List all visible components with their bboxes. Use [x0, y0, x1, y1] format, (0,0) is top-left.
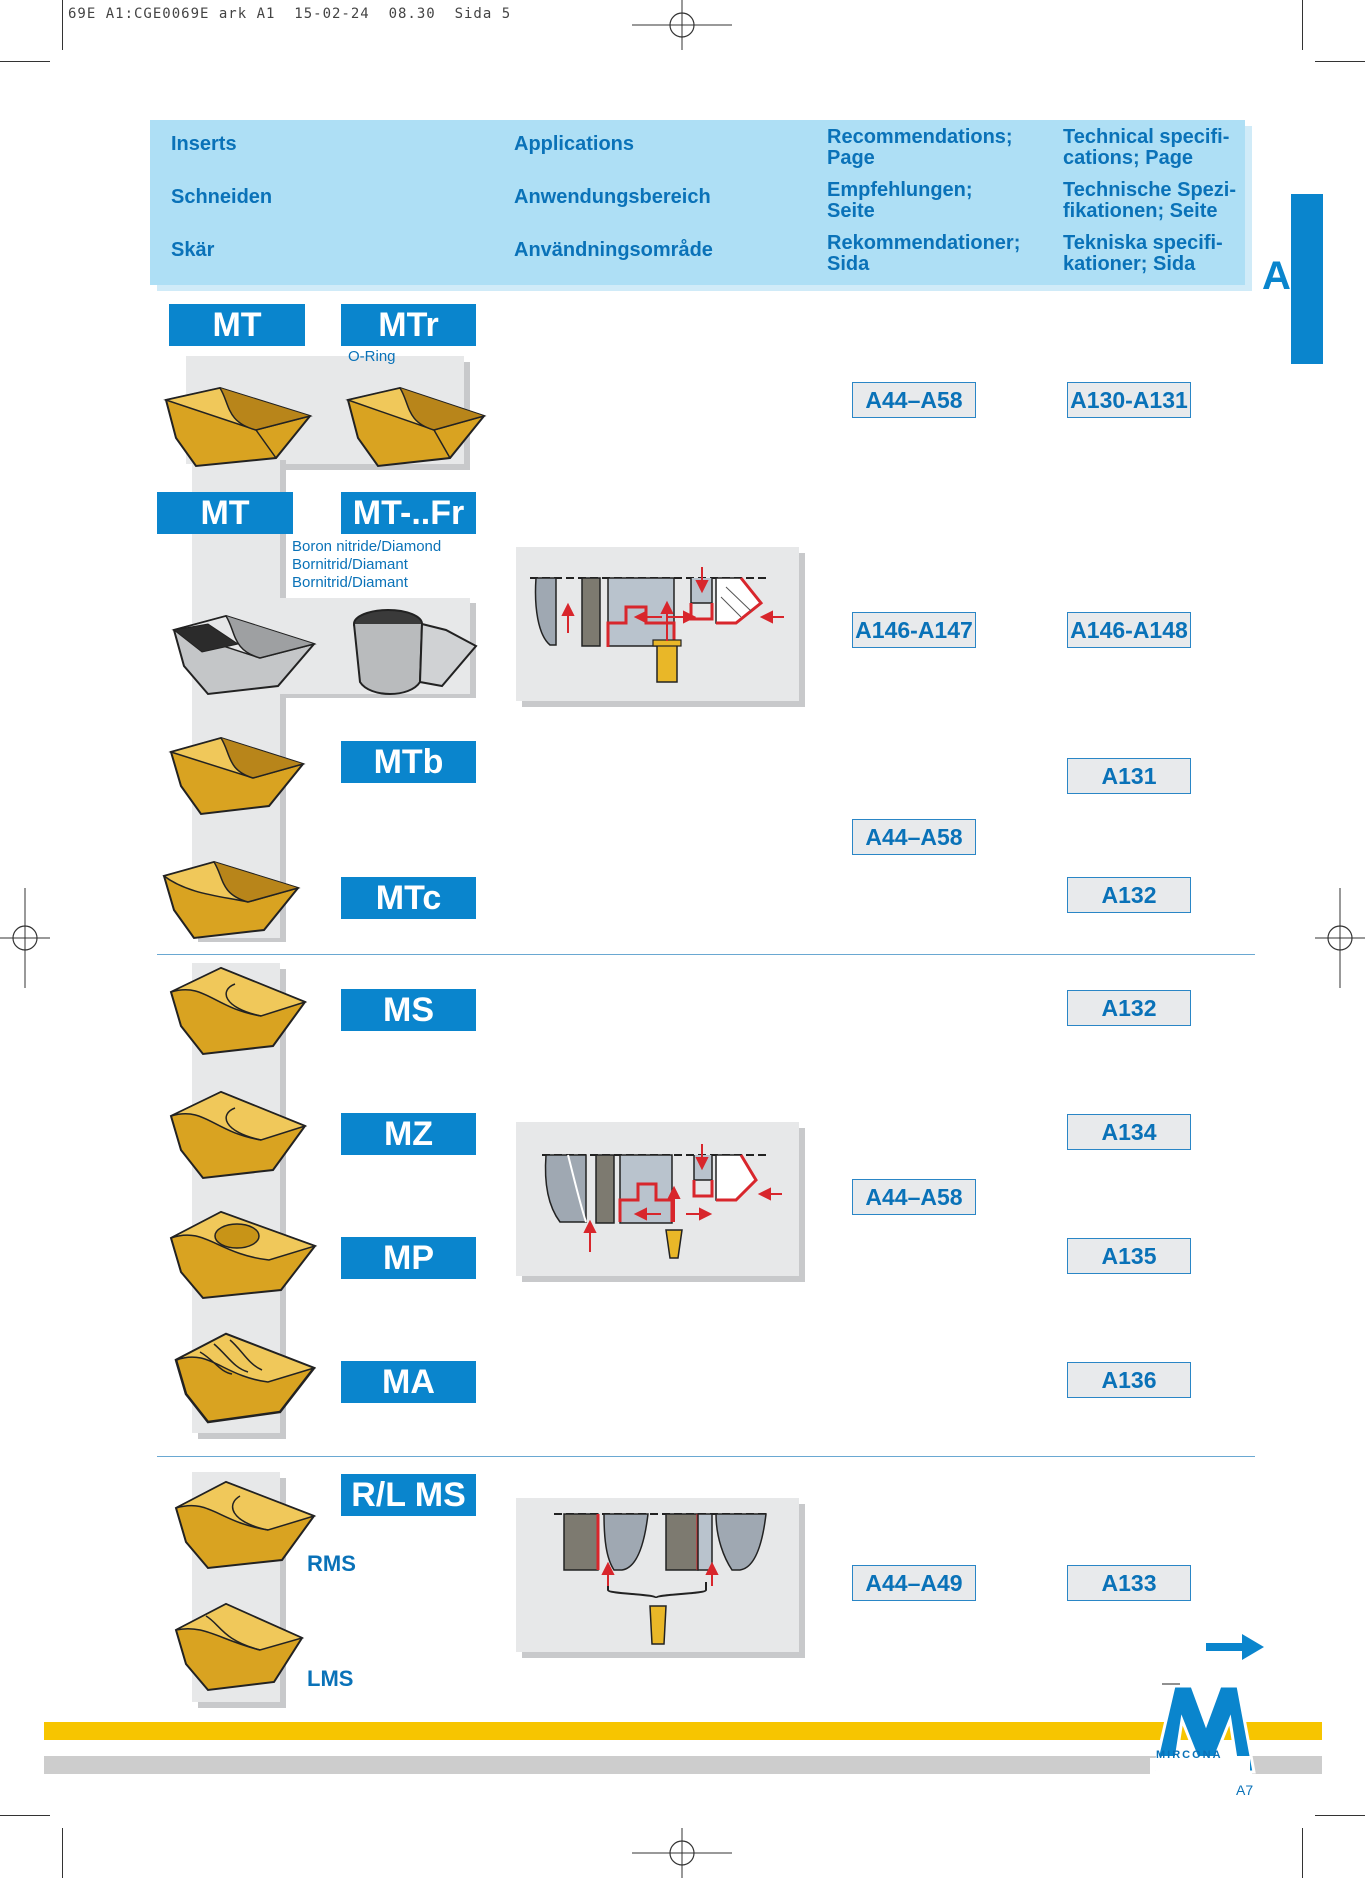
insert-ma-icon — [174, 1332, 317, 1424]
label-rl-ms: R/L MS — [341, 1474, 476, 1516]
ref-mt-fr-recommendation[interactable]: A146-A147 — [852, 612, 976, 648]
application-diagram-ms — [542, 1144, 782, 1259]
insert-mp-icon — [169, 1210, 318, 1300]
ref-mz-technical[interactable]: A134 — [1067, 1114, 1191, 1150]
label-mtc: MTc — [341, 877, 476, 919]
ref-mp-technical[interactable]: A135 — [1067, 1238, 1191, 1274]
ref-ms-group-recommendation[interactable]: A44–A58 — [852, 1179, 976, 1215]
header-applications-en: Applications — [514, 133, 635, 155]
ref-mt-technical[interactable]: A130-A131 — [1067, 382, 1191, 418]
ref-mt-recommendation[interactable]: A44–A58 — [852, 382, 976, 418]
ref-ms-technical[interactable]: A132 — [1067, 990, 1191, 1026]
column-header: Inserts Schneiden Skär Applications Anwe… — [150, 120, 1245, 285]
header-recommendations-de: Empfehlungen;Seite — [827, 179, 973, 222]
insert-mtc-icon — [162, 860, 301, 940]
header-technical-de: Technische Spezi-fikationen; Seite — [1063, 179, 1237, 222]
group-background — [192, 456, 280, 938]
header-technical-en: Technical specifi-cations; Page — [1063, 126, 1230, 169]
ref-ma-technical[interactable]: A136 — [1067, 1362, 1191, 1398]
registration-mark-left — [0, 888, 50, 988]
header-recommendations-sv: Rekommendationer;Sida — [827, 232, 1021, 275]
label-lms: LMS — [307, 1666, 354, 1691]
header-inserts-sv: Skär — [171, 239, 215, 261]
footer-band-yellow — [44, 1722, 1322, 1740]
header-applications-sv: Användningsområde — [514, 239, 713, 261]
registration-mark-bottom — [632, 1828, 732, 1878]
header-inserts-de: Schneiden — [171, 186, 273, 208]
label-rms: RMS — [307, 1551, 356, 1576]
registration-mark-right — [1315, 888, 1365, 988]
label-ma: MA — [341, 1361, 476, 1403]
page-number: A7 — [1236, 1782, 1254, 1798]
section-divider — [157, 954, 1255, 955]
header-technical-sv: Tekniska specifi-kationer; Sida — [1063, 232, 1223, 275]
arrow-right-icon[interactable] — [1206, 1632, 1266, 1662]
application-diagram-rlms — [554, 1513, 770, 1645]
ref-mtb-technical[interactable]: A131 — [1067, 758, 1191, 794]
note-boron-nitride: Boron nitride/Diamond Bornitrid/Diamant … — [292, 538, 442, 591]
application-diagram-mt — [530, 567, 784, 683]
label-mt-fr: MT-..Fr — [341, 492, 476, 534]
insert-mtr-icon — [345, 386, 487, 468]
ref-mtc-technical[interactable]: A132 — [1067, 877, 1191, 913]
label-mp: MP — [341, 1237, 476, 1279]
insert-rms-icon — [174, 1480, 317, 1570]
ref-mt-fr-technical[interactable]: A146-A148 — [1067, 612, 1191, 648]
header-recommendations-en: Recommendations;Page — [827, 126, 1013, 169]
section-tab — [1291, 194, 1323, 364]
insert-mt-icon — [163, 386, 313, 468]
insert-mt-fr-icon — [353, 609, 478, 695]
insert-mtb-icon — [168, 736, 306, 816]
label-mt: MT — [169, 304, 305, 346]
print-slug: 69E A1:CGE0069E ark A1 15-02-24 08.30 Si… — [68, 6, 512, 22]
label-ms: MS — [341, 989, 476, 1031]
label-mtr: MTr — [341, 304, 476, 346]
insert-mz-icon — [169, 1090, 308, 1180]
note-o-ring: O-Ring — [348, 348, 396, 365]
label-mtb: MTb — [341, 741, 476, 783]
ref-rl-ms-recommendation[interactable]: A44–A49 — [852, 1565, 976, 1601]
mircona-logo-icon — [1150, 1683, 1256, 1776]
registration-mark-top — [632, 0, 732, 50]
logo-text: MIRCONA — [1156, 1749, 1223, 1761]
header-inserts-en: Inserts — [171, 133, 237, 155]
insert-ms-icon — [169, 966, 308, 1056]
insert-mt-boron-icon — [171, 614, 317, 696]
section-letter: A — [1262, 254, 1291, 298]
label-mt-second: MT — [157, 492, 293, 534]
ref-rl-ms-technical[interactable]: A133 — [1067, 1565, 1191, 1601]
section-divider — [157, 1456, 1255, 1457]
insert-lms-icon — [174, 1602, 305, 1692]
label-mz: MZ — [341, 1113, 476, 1155]
ref-mtb-mtc-recommendation[interactable]: A44–A58 — [852, 819, 976, 855]
header-applications-de: Anwendungsbereich — [514, 186, 711, 208]
footer-band-gray — [44, 1756, 1322, 1774]
